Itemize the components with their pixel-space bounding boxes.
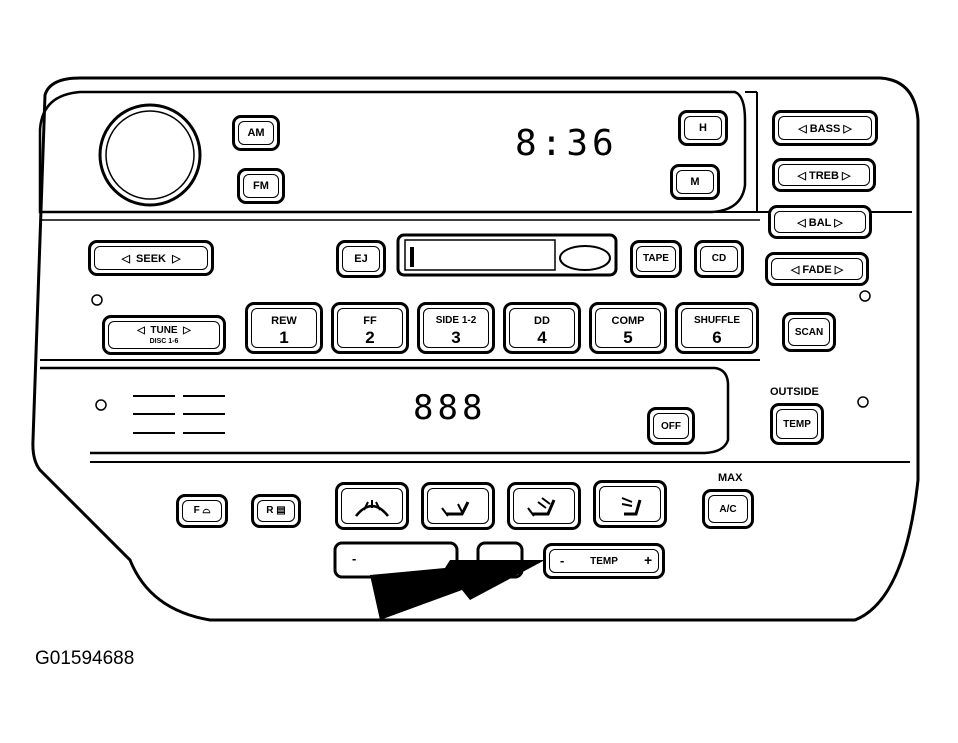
front-defrost-label: F ⌓ bbox=[179, 505, 225, 516]
preset-2-button[interactable]: FF 2 bbox=[331, 302, 409, 354]
preset-2-top: FF bbox=[363, 315, 377, 327]
outside-temp-button[interactable]: TEMP bbox=[770, 403, 824, 445]
seek-text: SEEK bbox=[136, 253, 166, 265]
bass-label: ◁ BASS ▷ bbox=[798, 123, 852, 135]
scan-label: SCAN bbox=[794, 327, 824, 338]
fm-button[interactable]: FM bbox=[237, 168, 285, 204]
eject-label: EJ bbox=[354, 253, 368, 265]
treb-text: TREB bbox=[809, 170, 839, 182]
preset-2-num: 2 bbox=[365, 328, 375, 347]
scan-button[interactable]: SCAN bbox=[782, 312, 836, 352]
tape-label: TAPE bbox=[643, 253, 669, 264]
bass-button[interactable]: ◁ BASS ▷ bbox=[772, 110, 878, 146]
outside-temp-label: TEMP bbox=[783, 419, 811, 430]
fade-button[interactable]: ◁ FADE ▷ bbox=[765, 252, 869, 286]
preset-5-num: 5 bbox=[623, 328, 633, 347]
figure-id: G01594688 bbox=[35, 648, 135, 669]
floor-mode-button[interactable] bbox=[421, 482, 495, 530]
tune-text: TUNE bbox=[150, 325, 178, 336]
temp-plus-label: + bbox=[644, 552, 653, 568]
outside-label: OUTSIDE bbox=[770, 386, 819, 398]
tape-button[interactable]: TAPE bbox=[630, 240, 682, 278]
rear-defrost-label: R ▤ bbox=[254, 505, 298, 516]
bal-label: ◁ BAL ▷ bbox=[797, 217, 843, 229]
bal-button[interactable]: ◁ BAL ▷ bbox=[768, 205, 872, 239]
fade-text: FADE bbox=[802, 264, 832, 276]
minute-label: M bbox=[690, 176, 700, 188]
cd-button[interactable]: CD bbox=[694, 240, 744, 278]
preset-6-button[interactable]: SHUFFLE 6 bbox=[675, 302, 759, 354]
treb-label: ◁ TREB ▷ bbox=[797, 170, 851, 182]
preset-1-button[interactable]: REW 1 bbox=[245, 302, 323, 354]
tune-sublabel: DISC 1-6 bbox=[149, 338, 179, 345]
climate-display: 888 bbox=[413, 388, 487, 428]
am-button[interactable]: AM bbox=[232, 115, 280, 151]
fm-label: FM bbox=[253, 180, 269, 192]
am-label: AM bbox=[247, 127, 265, 139]
preset-5-top: COMP bbox=[611, 315, 645, 327]
preset-3-top: SIDE 1-2 bbox=[435, 315, 477, 326]
bass-text: BASS bbox=[809, 123, 841, 135]
preset-1-top: REW bbox=[271, 315, 297, 327]
windshield-icon: ⌓ bbox=[202, 505, 211, 516]
preset-6-num: 6 bbox=[712, 328, 722, 347]
minute-button[interactable]: M bbox=[670, 164, 720, 200]
panel-mode-icon bbox=[621, 497, 642, 516]
eject-button[interactable]: EJ bbox=[336, 240, 386, 278]
preset-4-top: DD bbox=[534, 315, 550, 327]
treb-button[interactable]: ◁ TREB ▷ bbox=[772, 158, 876, 192]
bilevel-mode-icon bbox=[527, 497, 556, 517]
temp-minus-label: - bbox=[560, 553, 565, 568]
cd-label: CD bbox=[711, 253, 727, 264]
seek-label: ◁ SEEK ▷ bbox=[121, 253, 181, 265]
hour-label: H bbox=[699, 122, 707, 134]
defrost-mode-icon bbox=[355, 500, 389, 517]
seek-button[interactable]: ◁ SEEK ▷ bbox=[88, 240, 214, 276]
climate-off-button[interactable]: OFF bbox=[647, 407, 695, 445]
floor-mode-icon bbox=[441, 501, 470, 517]
rear-defrost-text: R bbox=[266, 505, 274, 516]
max-label: MAX bbox=[718, 472, 743, 484]
tune-button[interactable]: ◁ TUNE ▷ DISC 1-6 bbox=[102, 315, 226, 355]
hour-button[interactable]: H bbox=[678, 110, 728, 146]
panel-mode-button[interactable] bbox=[593, 480, 667, 528]
preset-1-num: 1 bbox=[279, 328, 289, 347]
tune-label: ◁ TUNE ▷ bbox=[137, 325, 191, 336]
defrost-mode-button[interactable] bbox=[335, 482, 409, 530]
off-label: OFF bbox=[661, 421, 681, 432]
temp-slider-label: TEMP bbox=[590, 556, 618, 567]
preset-4-num: 4 bbox=[537, 328, 547, 347]
preset-3-button[interactable]: SIDE 1-2 3 bbox=[417, 302, 495, 354]
preset-6-top: SHUFFLE bbox=[693, 315, 741, 326]
preset-4-button[interactable]: DD 4 bbox=[503, 302, 581, 354]
fan-minus-label: - bbox=[352, 551, 357, 566]
front-defrost-button[interactable]: F ⌓ bbox=[176, 494, 228, 528]
ac-label: A/C bbox=[719, 504, 737, 515]
front-defrost-text: F bbox=[193, 505, 200, 516]
preset-3-num: 3 bbox=[451, 328, 461, 347]
bilevel-mode-button[interactable] bbox=[507, 482, 581, 530]
bal-text: BAL bbox=[808, 217, 832, 229]
fade-label: ◁ FADE ▷ bbox=[790, 264, 844, 276]
rear-defrost-button[interactable]: R ▤ bbox=[251, 494, 301, 528]
ac-button[interactable]: A/C bbox=[702, 489, 754, 529]
preset-5-button[interactable]: COMP 5 bbox=[589, 302, 667, 354]
rear-window-icon: ▤ bbox=[276, 505, 286, 516]
clock-display: 8:36 bbox=[515, 123, 618, 164]
temp-slider[interactable]: - TEMP + bbox=[543, 543, 665, 579]
